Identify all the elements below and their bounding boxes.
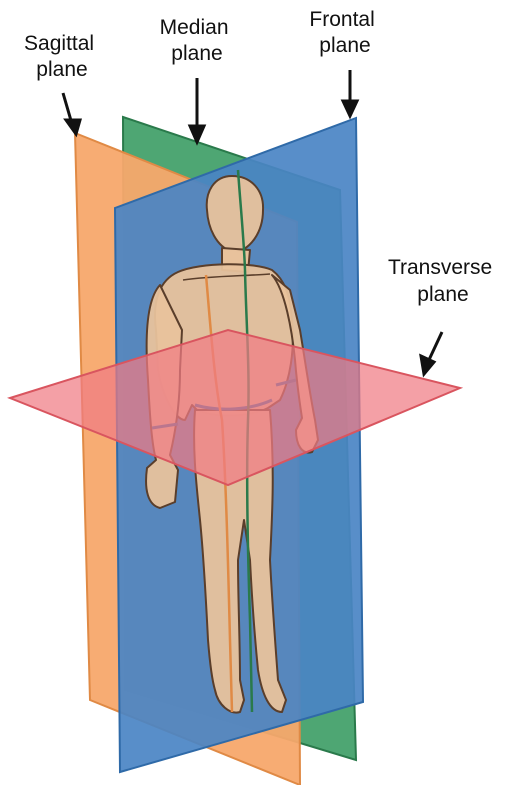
median-label-line1: Median (160, 16, 229, 39)
frontal-plane-label: Frontal plane (309, 8, 380, 57)
sagittal-arrow-head (66, 120, 80, 134)
transverse-label-line1: Transverse (388, 256, 492, 279)
transverse-plane (10, 330, 460, 485)
median-plane-label: Median plane (160, 16, 235, 65)
transverse-plane-label: Transverse plane (388, 256, 498, 306)
transverse-label-line2: plane (417, 283, 468, 306)
median-label-line2: plane (171, 42, 222, 65)
transverse-arrow-line (428, 332, 442, 362)
frontal-arrow-head (343, 101, 357, 116)
frontal-label-line1: Frontal (309, 8, 374, 31)
sagittal-label-line1: Sagittal (24, 32, 94, 55)
sagittal-label-line2: plane (36, 58, 87, 81)
sagittal-plane-label: Sagittal plane (24, 32, 100, 81)
transverse-arrow-head (421, 356, 434, 374)
frontal-label-line2: plane (319, 34, 370, 57)
